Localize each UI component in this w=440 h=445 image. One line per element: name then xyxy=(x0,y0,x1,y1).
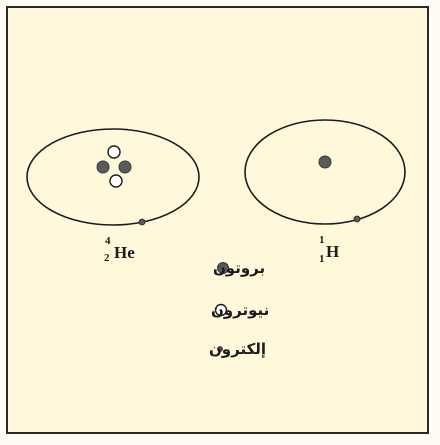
helium-proton-left xyxy=(96,160,110,174)
hydrogen-electron xyxy=(353,215,361,223)
hydrogen-atomic-number: 1 xyxy=(319,253,325,265)
helium-atomic-number: 2 xyxy=(104,252,110,264)
hydrogen-orbit xyxy=(244,119,406,225)
legend-electron-icon xyxy=(217,346,223,352)
hydrogen-mass-number: 1 xyxy=(319,234,325,246)
legend-neutron-label: نيوترون xyxy=(211,301,269,319)
helium-nucleus xyxy=(96,145,132,188)
helium-mass-number: 4 xyxy=(105,235,111,247)
helium-atom: 4 2 He xyxy=(26,128,200,264)
hydrogen-atom: 1 1 H xyxy=(244,119,406,265)
helium-proton-right xyxy=(118,160,132,174)
helium-symbol: He xyxy=(114,243,135,262)
helium-orbit xyxy=(26,128,200,226)
legend-electron-label: إلكترون xyxy=(209,340,266,358)
hydrogen-symbol: H xyxy=(326,242,339,261)
helium-neutron-bottom xyxy=(109,174,123,188)
legend-proton-label: بروتون xyxy=(213,259,265,277)
helium-electron xyxy=(138,218,146,226)
hydrogen-proton xyxy=(318,155,332,169)
legend-neutron-icon xyxy=(214,303,228,317)
helium-neutron-top xyxy=(107,145,121,159)
legend: بروتون نيوترون إلكترون xyxy=(209,259,269,358)
legend-proton-icon xyxy=(217,262,229,274)
